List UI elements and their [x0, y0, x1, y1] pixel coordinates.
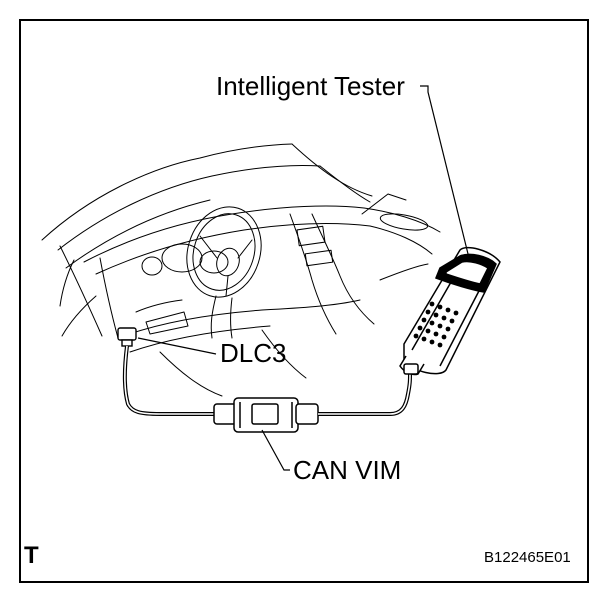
- dlc3-leader-line: [137, 337, 217, 355]
- intelligent-tester-device: [399, 246, 501, 376]
- dlc3-to-canvim-cable: [122, 345, 222, 416]
- can-vim-label: CAN VIM: [293, 455, 402, 485]
- canvim-leader-line: [261, 429, 290, 471]
- can-vim-module: [213, 397, 319, 433]
- corner-mark: T: [24, 542, 39, 569]
- dlc3-label: DLC3: [220, 338, 287, 368]
- figure-id: B122465E01: [484, 549, 571, 566]
- tester-leader-line: [420, 85, 471, 263]
- diagram-border: [19, 19, 589, 583]
- car-interior-illustration: [41, 143, 441, 397]
- dlc3-connector: [117, 327, 137, 347]
- canvim-to-tester-cable: [318, 373, 412, 416]
- intelligent-tester-label: Intelligent Tester: [216, 71, 405, 101]
